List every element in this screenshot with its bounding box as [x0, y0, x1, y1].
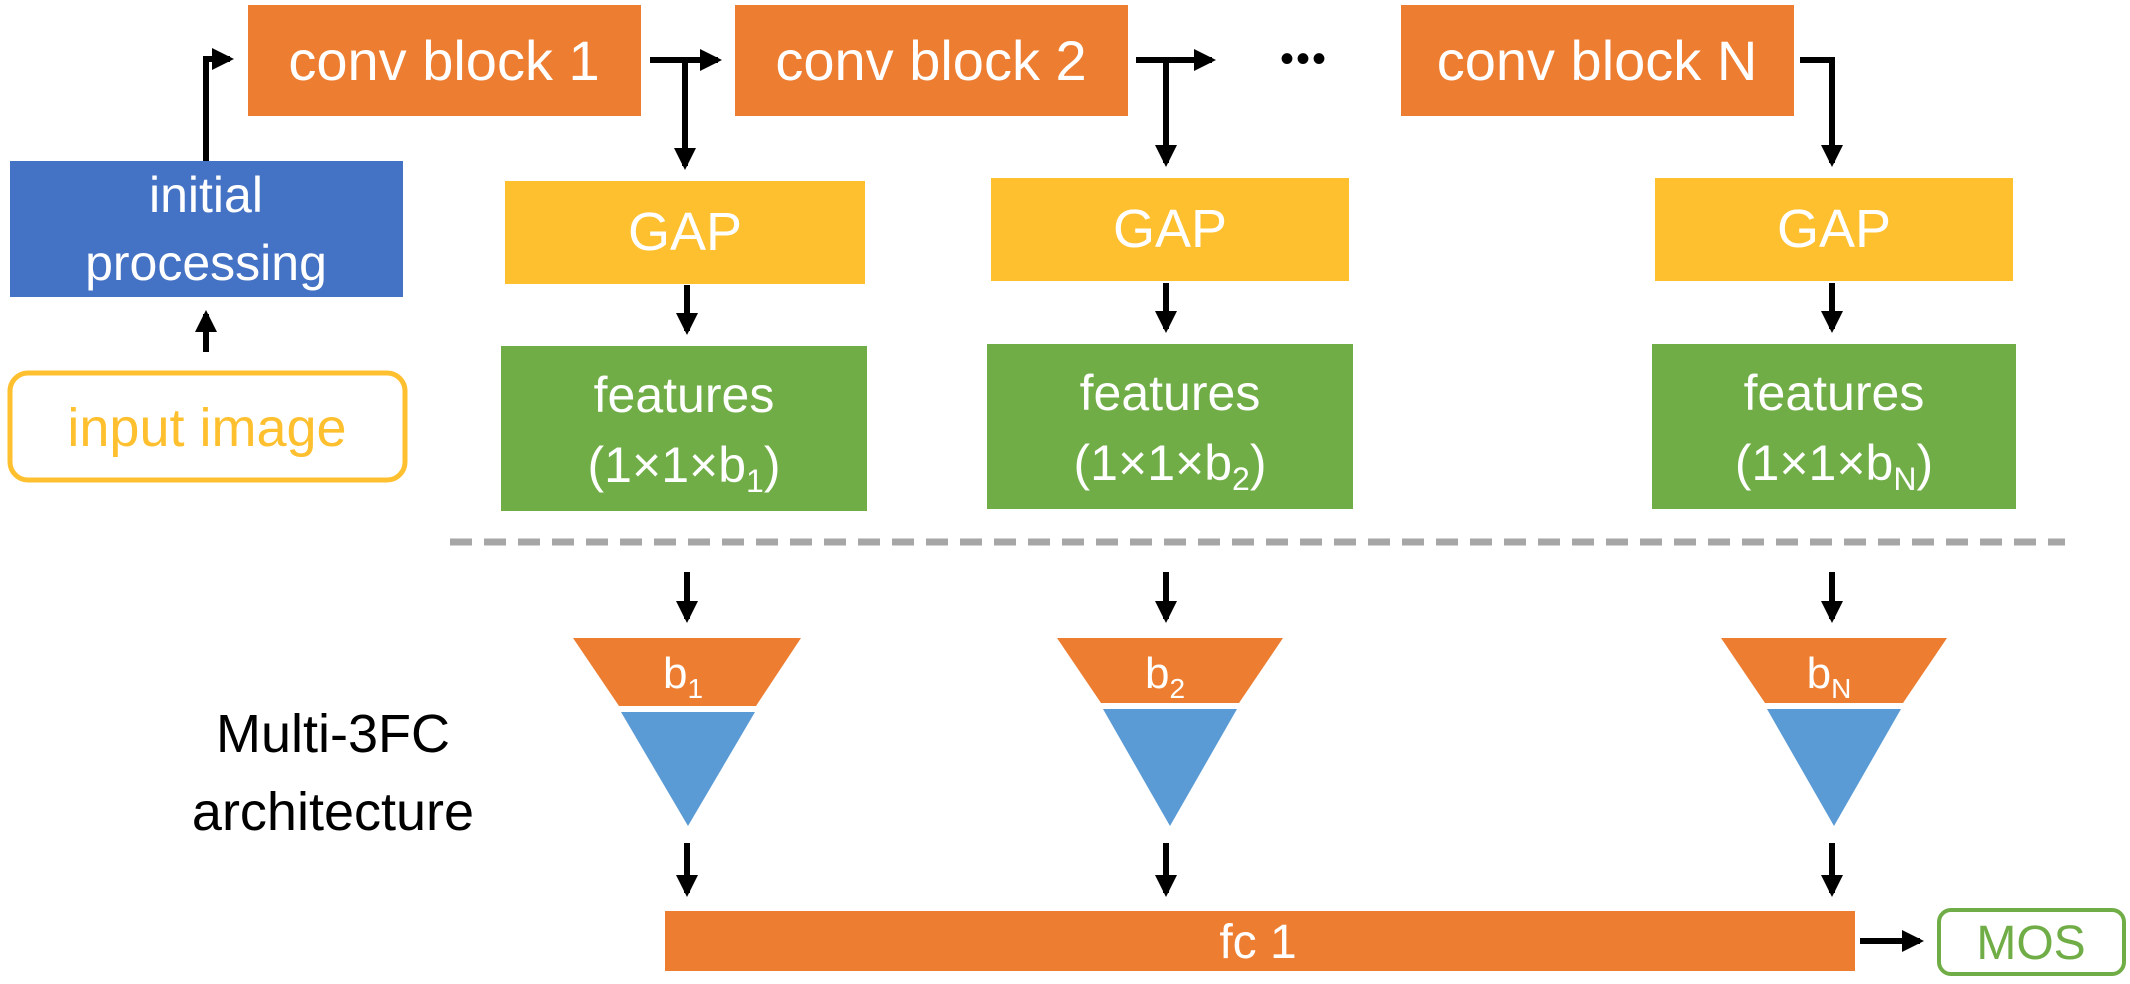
fc1-label: fc 1: [1219, 916, 1296, 969]
fc-triangle-2: [1057, 638, 1283, 826]
initial-processing-line1: initial: [149, 167, 263, 223]
gap-label-1: GAP: [628, 202, 742, 262]
arrow-initial-to-conv1: [203, 48, 234, 161]
features-box-1: [501, 346, 867, 511]
features-box-2: [987, 344, 1353, 509]
features-shape-1: (1×1×b1): [588, 437, 781, 499]
features-shape-n: (1×1×bN): [1735, 435, 1933, 497]
arrow-conv2-to-gap2: [1136, 57, 1177, 167]
features-shape-2: (1×1×b2): [1074, 435, 1267, 497]
conv-block-1-label: conv block 1: [288, 29, 599, 92]
architecture-label-line2: architecture: [192, 782, 474, 842]
conv-block-2: [735, 5, 1128, 116]
initial-processing-box: [10, 161, 403, 297]
input-image-box: [7, 370, 408, 483]
connectors: [195, 48, 1924, 952]
conv-block-1: [248, 5, 641, 116]
fc-triangle-1: [573, 638, 801, 826]
features-title-2: features: [1080, 365, 1261, 421]
features-title-n: features: [1744, 365, 1925, 421]
features-box-n: [1652, 344, 2016, 509]
architecture-label-line1: Multi-3FC: [216, 704, 450, 764]
conv-block-n-label: conv block N: [1437, 29, 1758, 92]
mos-box: [1937, 908, 2126, 976]
ellipsis: •••: [1280, 37, 1328, 81]
arrow-convn-to-gapn: [1800, 57, 1843, 167]
gap-label-2: GAP: [1113, 199, 1227, 259]
gap-box-1: [505, 181, 865, 284]
initial-processing-line2: processing: [85, 235, 327, 291]
fc-triangle-n: [1721, 638, 1947, 826]
gap-label-n: GAP: [1777, 199, 1891, 259]
features-title-1: features: [594, 367, 775, 423]
conv-block-n: [1401, 5, 1794, 116]
arrow-conv1-to-gap1: [650, 57, 696, 170]
triangle-label-n: bN: [1807, 649, 1852, 704]
gap-box-2: [991, 178, 1349, 281]
conv-block-2-label: conv block 2: [775, 29, 1086, 92]
gap-box-n: [1655, 178, 2013, 281]
input-image-label: input image: [67, 398, 346, 458]
triangle-label-2: b2: [1145, 649, 1185, 704]
fc1-bar: [665, 911, 1855, 971]
triangle-label-1: b1: [663, 649, 703, 704]
mos-label: MOS: [1976, 917, 2085, 970]
